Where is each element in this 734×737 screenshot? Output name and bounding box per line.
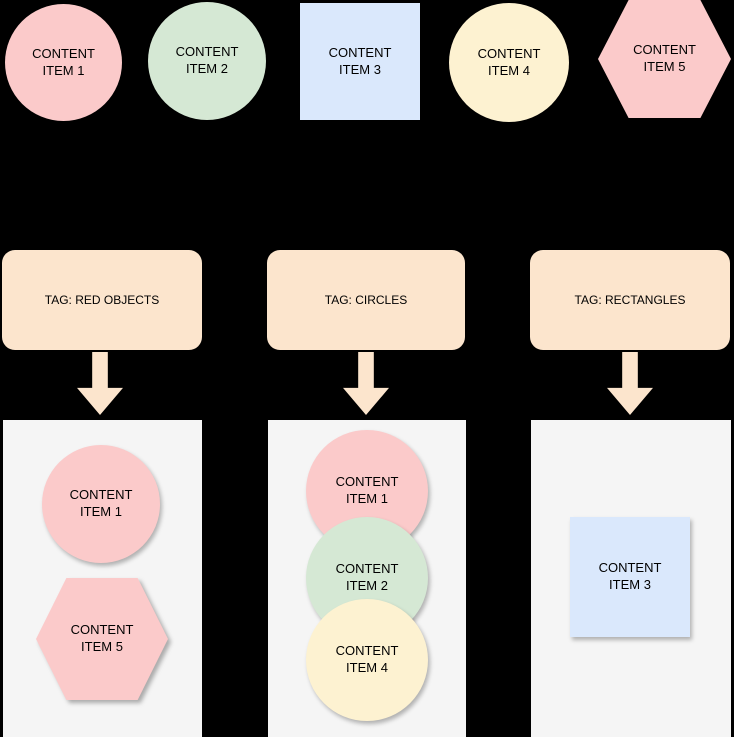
down-arrow-icon[interactable] <box>607 352 653 415</box>
grouped-content-item-1-node[interactable]: CONTENT ITEM 1 <box>42 445 160 563</box>
grouped-content-item-5-label: CONTENT ITEM 5 <box>70 622 134 654</box>
grouped-content-item-5-node[interactable]: CONTENT ITEM 5 <box>36 578 168 700</box>
content-item-2-label: CONTENT ITEM 2 <box>175 44 239 76</box>
content-item-5-node[interactable]: CONTENT ITEM 5 <box>598 0 731 118</box>
content-item-3-label: CONTENT ITEM 3 <box>328 44 392 77</box>
tag-circles-label: TAG: CIRCLES <box>324 293 408 307</box>
tag-circles-box[interactable]: TAG: CIRCLES <box>267 250 465 350</box>
tag-red-objects-box[interactable]: TAG: RED OBJECTS <box>2 250 202 350</box>
grouped-content-item-3-node[interactable]: CONTENT ITEM 3 <box>570 517 690 637</box>
down-arrow-icon[interactable] <box>77 352 123 415</box>
content-item-3-node[interactable]: CONTENT ITEM 3 <box>300 3 420 120</box>
tag-rectangles-box[interactable]: TAG: RECTANGLES <box>530 250 730 350</box>
group-circles-container[interactable]: CONTENT ITEM 1 CONTENT ITEM 2 CONTENT IT… <box>268 420 466 737</box>
content-item-4-node[interactable]: CONTENT ITEM 4 <box>449 3 569 122</box>
tag-rectangles-label: TAG: RECTANGLES <box>574 293 686 307</box>
content-item-4-label: CONTENT ITEM 4 <box>477 45 541 78</box>
group-red-objects-container[interactable]: CONTENT ITEM 1 CONTENT ITEM 5 <box>3 420 202 737</box>
grouped-content-item-4-label: CONTENT ITEM 4 <box>335 643 399 675</box>
hexagon-shape: CONTENT ITEM 5 <box>36 578 168 700</box>
content-item-2-node[interactable]: CONTENT ITEM 2 <box>148 2 266 120</box>
down-arrow-icon[interactable] <box>343 352 389 415</box>
content-item-1-node[interactable]: CONTENT ITEM 1 <box>5 4 122 121</box>
hexagon-shape: CONTENT ITEM 5 <box>598 0 731 118</box>
tag-red-objects-label: TAG: RED OBJECTS <box>44 293 160 307</box>
group-rectangles-container[interactable]: CONTENT ITEM 3 <box>531 420 731 737</box>
content-item-1-label: CONTENT ITEM 1 <box>32 45 95 78</box>
grouped-content-item-3-label: CONTENT ITEM 3 <box>598 560 662 592</box>
content-item-5-label: CONTENT ITEM 5 <box>633 42 696 74</box>
grouped-content-item-1-label: CONTENT ITEM 1 <box>69 487 133 519</box>
grouped-content-item-1-label: CONTENT ITEM 1 <box>335 474 399 506</box>
grouped-content-item-4-node[interactable]: CONTENT ITEM 4 <box>306 599 428 721</box>
grouped-content-item-2-label: CONTENT ITEM 2 <box>335 561 399 593</box>
